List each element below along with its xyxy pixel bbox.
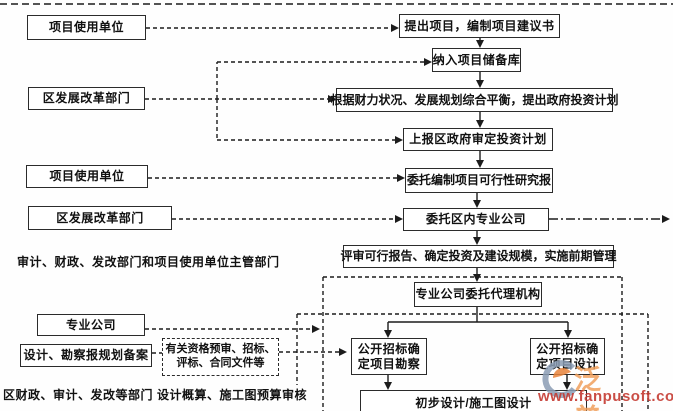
node-district-reform-2: 区发展改革部门 xyxy=(28,206,172,230)
node-balance-plan: 根据财力状况、发展规划综合平衡，提出政府投资计划 xyxy=(331,88,619,112)
node-professional-company: 专业公司 xyxy=(37,314,145,336)
node-project-reserve: 纳入项目储备库 xyxy=(432,48,521,72)
label-budget-review: 设计概算、施工图预算审核 xyxy=(157,388,308,402)
arrowheads xyxy=(312,24,670,390)
node-propose-project: 提出项目，编制项目建议书 xyxy=(399,14,560,38)
annotation-prequalification-box: 有关资格预审、招标、评标、合同文件等 xyxy=(162,338,279,376)
node-bid-design: 公开招标确定项目设计 xyxy=(530,338,605,375)
node-project-user-1: 项目使用单位 xyxy=(27,15,146,40)
label-supervisor-departments: 审计、财政、发改部门和项目使用单位主管部门 xyxy=(17,255,280,269)
node-feasibility-study: 委托编制项目可行性研究报 xyxy=(405,168,553,193)
node-report-approve: 上报区政府审定投资计划 xyxy=(403,128,553,151)
node-agency: 专业公司委托代理机构 xyxy=(414,282,542,307)
node-bid-survey: 公开招标确定项目勘察 xyxy=(351,338,427,375)
node-review-scale: 评审可行报告、确定投资及建设规模，实施前期管理 xyxy=(341,245,617,268)
node-entrust-company: 委托区内专业公司 xyxy=(403,208,549,231)
label-finance-audit-departments: 区财政、审计、发改等部门 xyxy=(3,388,154,402)
node-project-user-2: 项目使用单位 xyxy=(26,165,148,188)
node-design-survey-filing: 设计、勘察报规划备案 xyxy=(20,344,152,367)
node-prelim-design: 初步设计/施工图设计 xyxy=(360,390,587,411)
node-district-reform-1: 区发展改革部门 xyxy=(28,87,145,110)
